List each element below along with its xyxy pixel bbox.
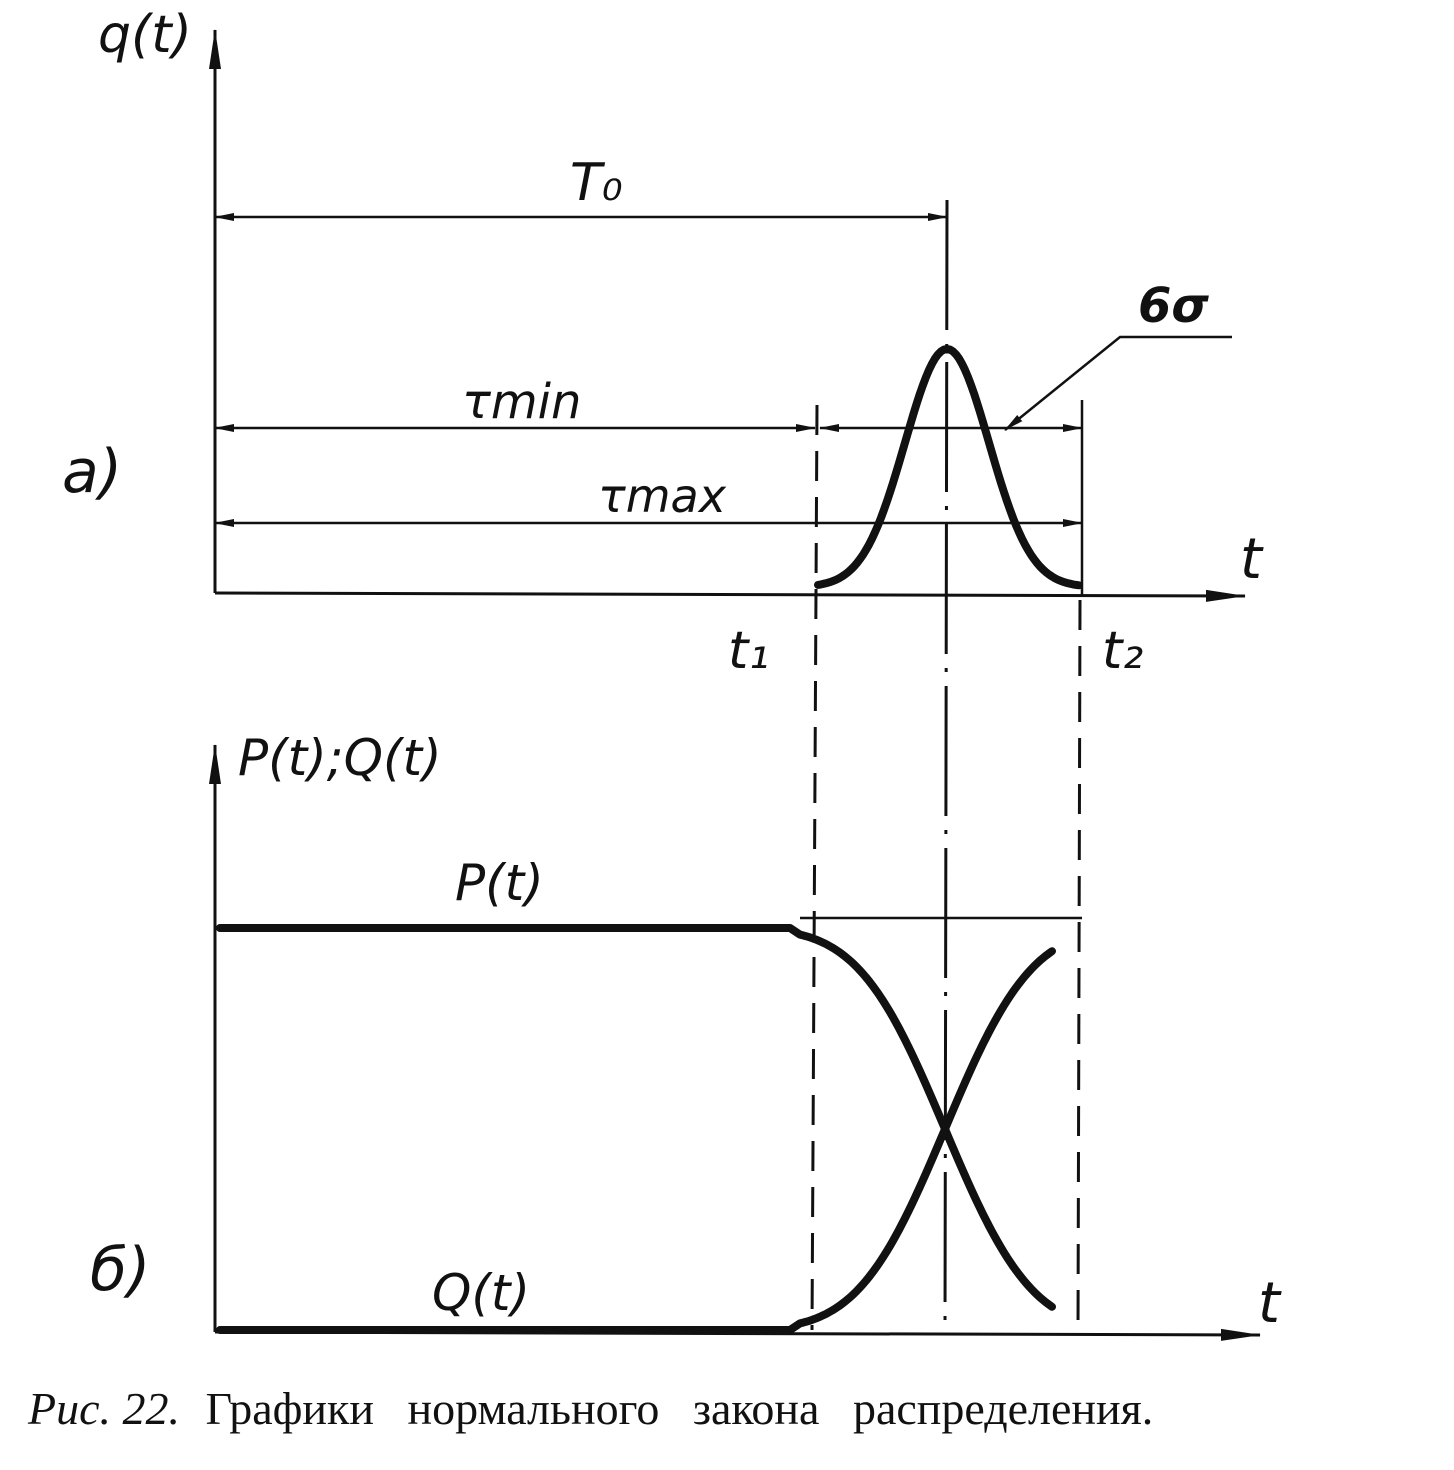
panel-a-label: a) [62,437,122,507]
panel-b: P(t);Q(t) t б) P(t) Q(t) [90,729,1282,1341]
t1-label: t₁ [728,621,769,681]
P-curve-label: P(t) [455,854,544,912]
t2-dashed-line [1076,599,1082,1331]
q-axis-label: q(t) [98,5,192,65]
panel-a: q(t) t a) T₀ τmin τmax 6σ t₁ t₂ [62,5,1264,681]
a-t-axis [214,589,1246,602]
six-sigma-leader [1004,335,1232,431]
six-sigma-label: 6σ [1138,278,1209,334]
caption-fig-ref: Рис. 22. [27,1383,180,1434]
figure-caption: Рис. 22. Графики нормального закона расп… [27,1383,1153,1434]
panel-b-label: б) [90,1235,150,1305]
q-bell-curve [814,345,1083,590]
b-t-axis-label: t [1258,1271,1282,1336]
Q-curve-label: Q(t) [432,1264,530,1322]
PQ-axis-label: P(t);Q(t) [238,729,442,787]
T0-center-line [943,199,949,1331]
tau-max-label: τmax [598,469,727,523]
caption-text: Графики нормального закона распределения… [206,1383,1154,1434]
Q-curve [216,947,1056,1334]
t2-label: t₂ [1102,621,1143,681]
tau-min-label: τmin [462,374,581,430]
T0-label: T₀ [570,153,623,213]
t1-dashed-line [810,404,819,1331]
P-curve [216,924,1056,1311]
a-t-axis-label: t [1240,527,1264,592]
